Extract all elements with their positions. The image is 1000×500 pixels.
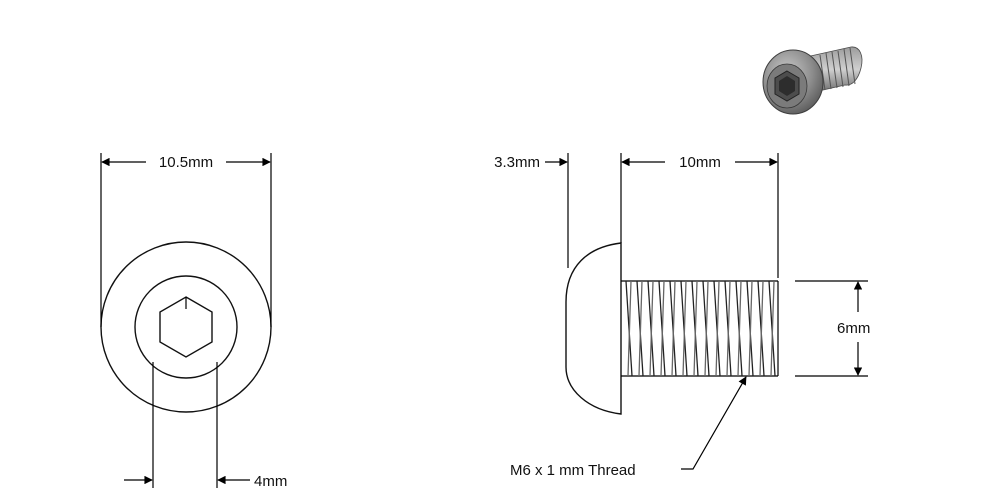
head-outline: [100, 241, 272, 413]
front-view: 10.5mm 4mm: [100, 153, 287, 490]
socket-label: 4mm: [254, 473, 287, 490]
thread-lines: [625, 280, 776, 377]
button-head-screw-icon: [762, 46, 863, 115]
socket-circle: [134, 275, 238, 379]
head-profile: [565, 242, 622, 415]
diameter-label: 6mm: [837, 320, 870, 337]
thread-leader: [681, 376, 747, 470]
width-label: 10.5mm: [159, 154, 213, 171]
head-height-label: 3.3mm: [494, 154, 540, 171]
hex-socket: [159, 296, 213, 358]
side-view: 3.3mm 10mm 6mm M6 x 1 mm Thread: [494, 153, 870, 479]
length-label: 10mm: [679, 154, 721, 171]
thread-callout-label: M6 x 1 mm Thread: [510, 462, 636, 479]
